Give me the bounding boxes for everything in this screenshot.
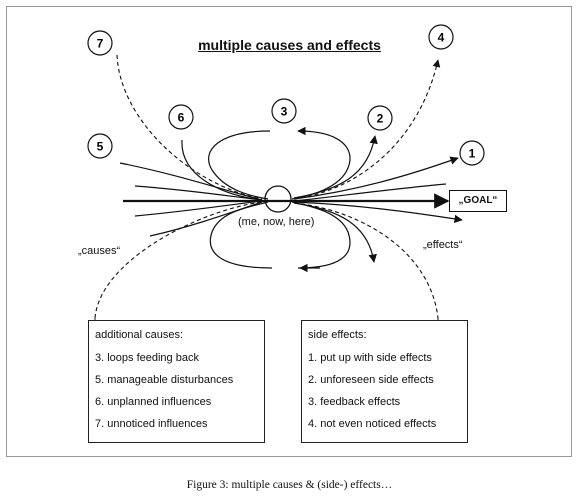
cause-line-6	[181, 139, 263, 201]
side-effect-item: 3. feedback effects	[308, 396, 401, 408]
effect-line-4	[293, 59, 441, 200]
causes-label: „causes“	[78, 245, 121, 257]
additional-cause-item: 6. unplanned influences	[95, 396, 212, 408]
number-3: 3	[271, 98, 297, 124]
center-circle	[264, 185, 292, 213]
cause-line-7	[116, 54, 263, 200]
effect-line-1	[293, 156, 459, 200]
svg-text:4: 4	[438, 31, 445, 45]
number-2: 2	[367, 105, 393, 131]
center-label: (me, now, here)	[238, 216, 315, 228]
number-6: 6	[168, 104, 194, 130]
svg-text:7: 7	[97, 37, 104, 51]
number-7: 7	[87, 30, 113, 56]
number-4: 4	[428, 24, 454, 50]
goal-box: „GOAL“	[449, 190, 507, 212]
loop-lower	[209, 201, 351, 269]
svg-text:6: 6	[178, 111, 185, 125]
effect-line-d	[293, 201, 463, 224]
side-effect-item: 1. put up with side effects	[308, 352, 432, 364]
figure-frame	[6, 6, 572, 457]
side-effect-item: 2. unforeseen side effects	[308, 374, 434, 386]
additional-cause-item: 3. loops feeding back	[95, 352, 199, 364]
cause-dashed-lower	[94, 201, 263, 319]
number-1: 1	[459, 140, 485, 166]
effect-dashed-lower	[293, 202, 439, 319]
loop-upper	[208, 131, 351, 200]
diagram-title: multiple causes and effects	[198, 37, 381, 53]
additional-cause-item: 7. unnoticed influences	[95, 418, 208, 430]
svg-text:1: 1	[469, 147, 476, 161]
svg-text:2: 2	[377, 112, 384, 126]
svg-text:3: 3	[281, 105, 288, 119]
cause-line-b	[134, 200, 263, 217]
effect-line-f	[293, 183, 447, 202]
side-effect-item: 4. not even noticed effects	[308, 418, 437, 430]
svg-text:5: 5	[97, 140, 104, 154]
additional-causes-heading: additional causes:	[95, 329, 184, 341]
side-effects-box: side effects: 1. put up with side effect…	[301, 320, 468, 443]
additional-cause-item: 5. manageable disturbances	[95, 374, 234, 386]
additional-causes-box: additional causes: 3. loops feeding back…	[88, 320, 265, 443]
effect-line-2	[293, 135, 378, 199]
effect-line-e	[293, 202, 377, 263]
cause-line-a	[134, 185, 263, 201]
number-5: 5	[87, 133, 113, 159]
cause-line-5	[119, 162, 263, 201]
cause-line-c	[149, 201, 263, 237]
figure-caption: Figure 3: multiple causes & (side-) effe…	[186, 479, 393, 491]
effects-label: „effects“	[423, 239, 463, 251]
side-effects-heading: side effects:	[308, 329, 367, 341]
